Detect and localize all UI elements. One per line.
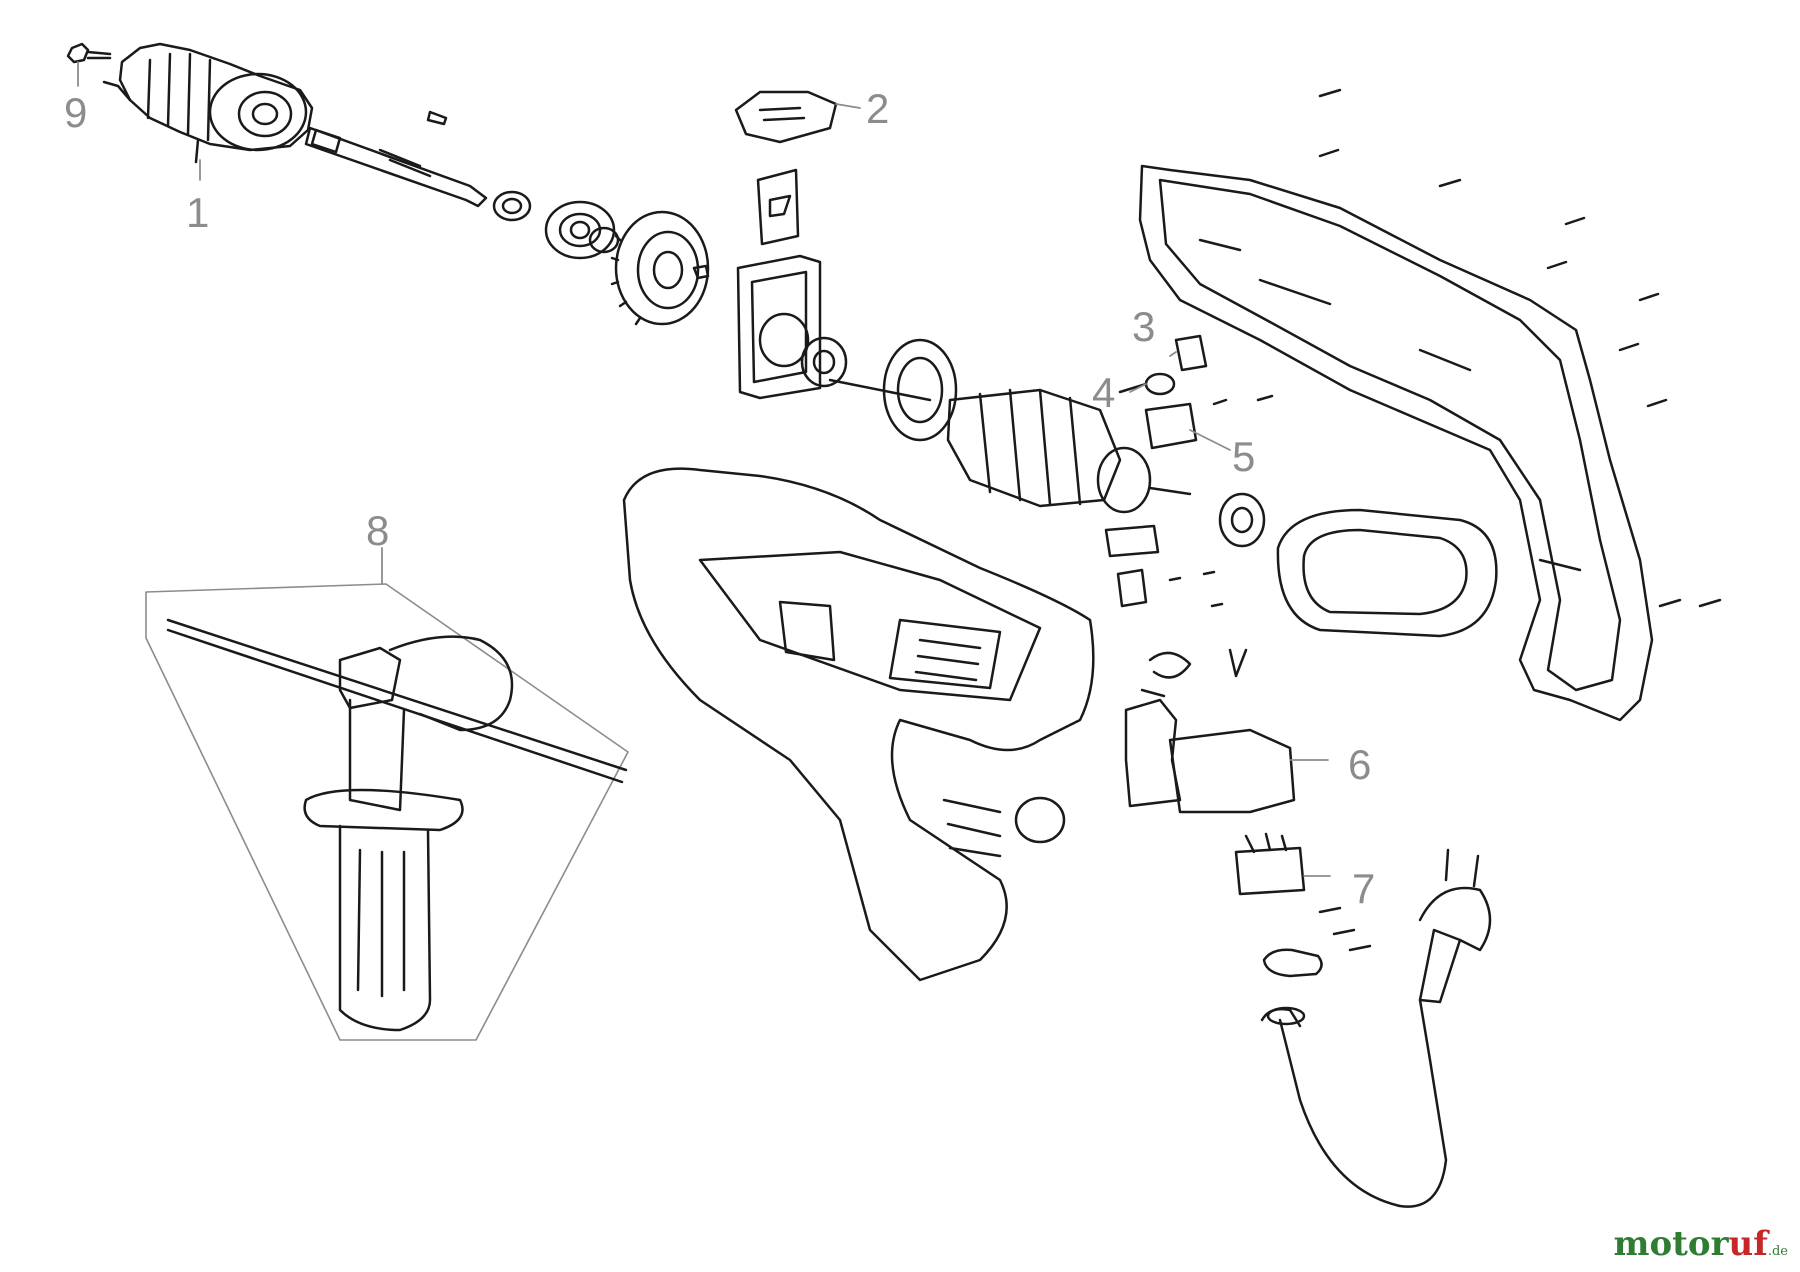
stator-field-coil [1276, 508, 1498, 638]
part-3-carbon-brush [1174, 334, 1208, 372]
callout-1: 1 [186, 189, 210, 236]
callout-8: 8 [366, 507, 390, 554]
callout-6: 6 [1348, 741, 1372, 788]
spring-plate [756, 168, 800, 246]
part-1-drill-chuck [102, 42, 314, 164]
callout-3: 3 [1132, 303, 1156, 350]
part-2-switch-button [734, 90, 838, 144]
motor-housing-left [622, 467, 1095, 982]
cable-clamp [1262, 906, 1372, 978]
large-gear [610, 210, 710, 326]
callout-2: 2 [866, 85, 890, 132]
watermark-part-3: .de [1767, 1244, 1788, 1259]
callout-9: 9 [64, 89, 88, 136]
callout-5: 5 [1232, 433, 1256, 480]
part-6-switch [1124, 688, 1296, 814]
part-4-brush-spring [1118, 372, 1176, 396]
lower-brush-holder [1104, 524, 1248, 679]
gear-housing-plate [736, 254, 848, 400]
watermark-part-1: motor [1613, 1224, 1729, 1264]
part-7-capacitor [1234, 832, 1306, 896]
housing-screws [1318, 88, 1722, 608]
part-5-brush-holder [1144, 394, 1274, 450]
spindle-shaft [304, 110, 488, 208]
callout-4: 4 [1092, 369, 1116, 416]
spring-and-bearing [492, 190, 620, 260]
callout-7: 7 [1352, 865, 1376, 912]
motoruf-watermark: motoruf.de [1614, 1224, 1788, 1264]
part-9-chuck-screw [66, 42, 112, 64]
power-cord [1260, 848, 1492, 1208]
watermark-part-2: uf [1728, 1224, 1768, 1264]
motor-housing-right [1138, 164, 1654, 722]
part-8-auxiliary-handle [145, 583, 629, 1041]
callout-leaders [77, 61, 1331, 877]
armature [828, 338, 1266, 548]
